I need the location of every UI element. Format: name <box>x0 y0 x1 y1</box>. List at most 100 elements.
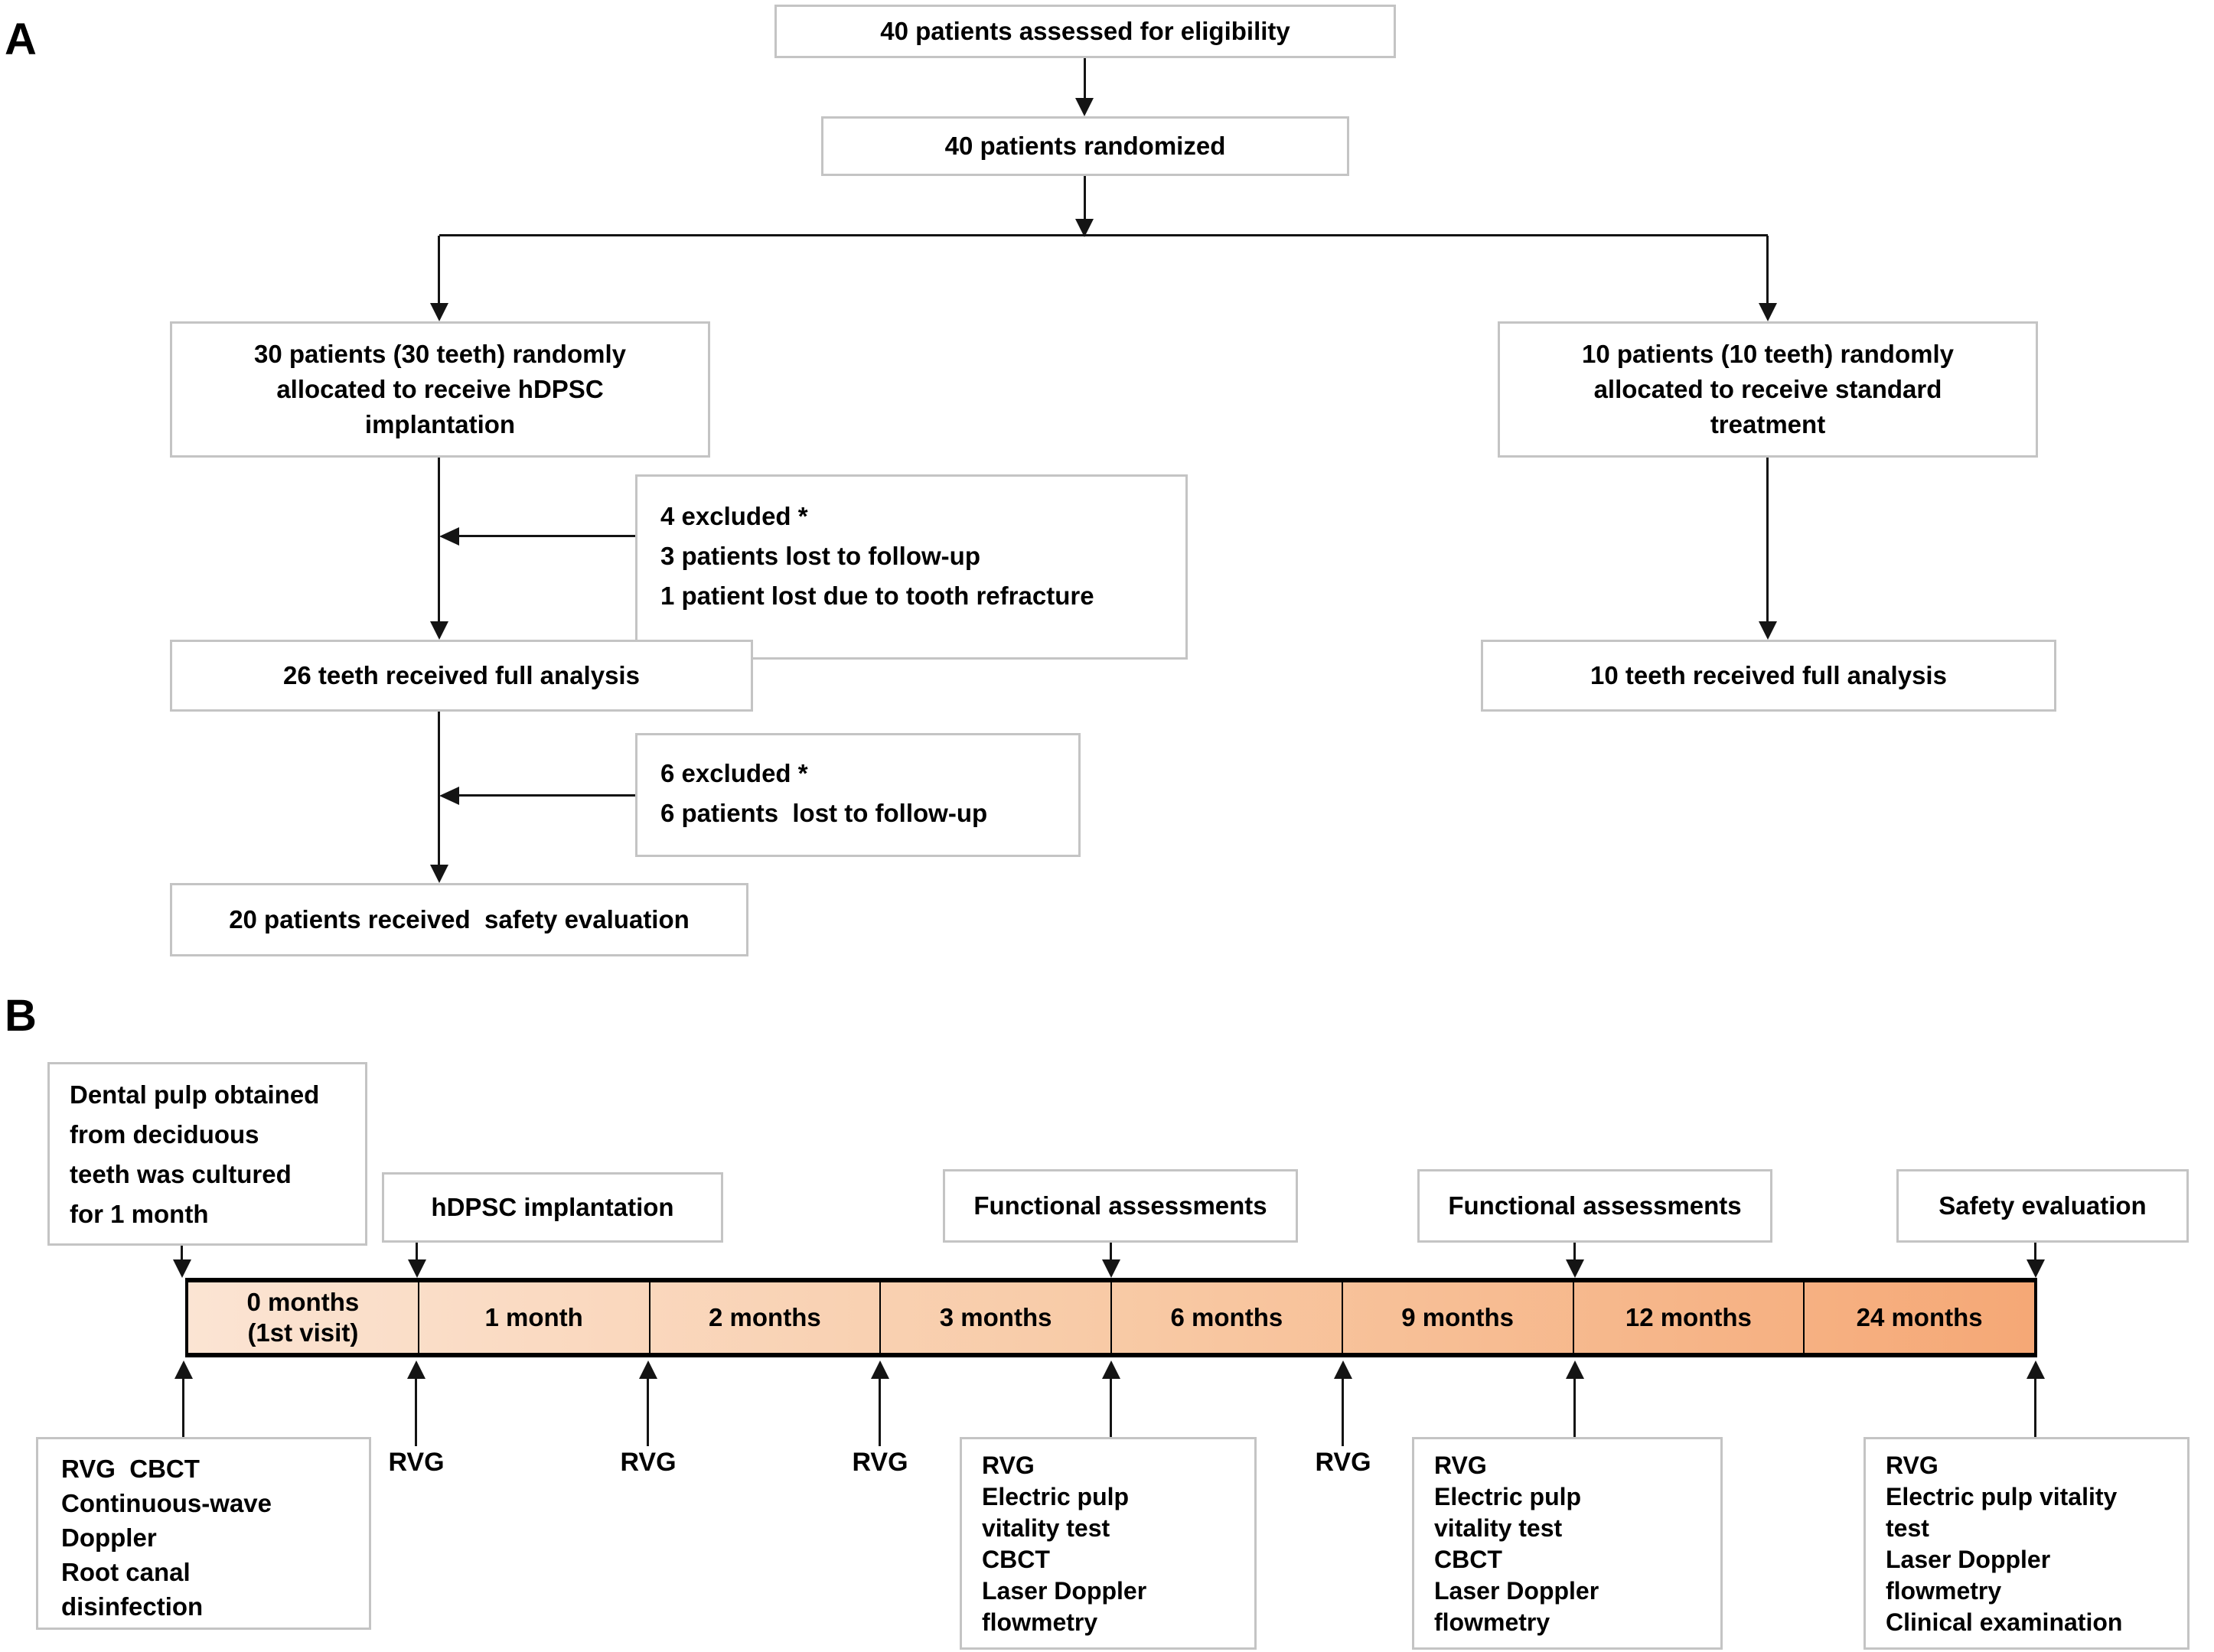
connector-0m-line <box>182 1377 184 1437</box>
box-hdpsc-arm: 30 patients (30 teeth) randomly allocate… <box>170 321 710 458</box>
box-standard-arm-line1: 10 patients (10 teeth) randomly <box>1582 340 1954 368</box>
connector-0m-head <box>174 1360 193 1379</box>
box-followup-24m-line2: Electric pulp vitality <box>1886 1483 2118 1510</box>
box-followup-12m-line1: RVG <box>1434 1452 1487 1479</box>
connector-6m-head <box>1102 1360 1120 1379</box>
arrow-implantation-bar-line <box>416 1243 418 1259</box>
box-excluded4: 4 excluded * 3 patients lost to follow-u… <box>635 474 1188 660</box>
box-baseline-tests-line4: Root canal <box>61 1558 191 1586</box>
box-followup-12m-line4: CBCT <box>1434 1546 1502 1573</box>
rvg-label-2m: RVG <box>620 1448 677 1477</box>
timeline-cell-0months: 0 months (1st visit) <box>188 1282 418 1353</box>
arrow-excluded4-line <box>459 535 635 537</box>
box-followup-6m-line3: vitality test <box>982 1514 1110 1542</box>
arrow-standard-teeth10-head <box>1759 621 1777 640</box>
arrow-dental-bar-line <box>181 1246 183 1259</box>
box-safety20-text: 20 patients received safety evaluation <box>229 905 690 934</box>
arrow-functional-2-head <box>1566 1259 1584 1278</box>
box-hdpsc-arm-line2: allocated to receive hDPSC <box>276 375 604 403</box>
box-baseline-tests-line1: RVG CBCT <box>61 1455 200 1483</box>
split-horizontal-line <box>439 234 1768 236</box>
box-excluded6-line2: 6 patients lost to follow-up <box>660 799 988 827</box>
arrow-teeth26-safety20-head <box>430 865 448 883</box>
box-randomized: 40 patients randomized <box>821 116 1349 176</box>
connector-24m-line <box>2034 1377 2036 1437</box>
connector-3m-line <box>879 1377 881 1446</box>
timeline-cell-1month: 1 month <box>417 1282 649 1353</box>
box-functional-1: Functional assessments <box>943 1169 1298 1243</box>
box-teeth10-text: 10 teeth received full analysis <box>1590 661 1947 689</box>
box-followup-12m-line5: Laser Doppler <box>1434 1577 1599 1605</box>
box-baseline-tests-line3: Doppler <box>61 1523 157 1552</box>
box-followup-6m-line6: flowmetry <box>982 1608 1098 1636</box>
box-dental-pulp-line2: from deciduous <box>70 1120 259 1149</box>
arrow-implantation-bar-head <box>408 1259 426 1278</box>
box-followup-6m-line1: RVG <box>982 1452 1035 1479</box>
box-teeth26: 26 teeth received full analysis <box>170 640 753 712</box>
box-eligibility: 40 patients assessed for eligibility <box>774 5 1396 58</box>
arrow-functional-2-line <box>1573 1243 1576 1259</box>
arrow-excluded6-line <box>459 794 635 797</box>
box-excluded4-line2: 3 patients lost to follow-up <box>660 542 980 570</box>
timeline-cell-6months: 6 months <box>1110 1282 1342 1353</box>
connector-24m-head <box>2027 1360 2045 1379</box>
split-right-drop-head <box>1759 303 1777 321</box>
box-hdpsc-arm-line3: implantation <box>364 410 516 438</box>
box-dental-pulp-line4: for 1 month <box>70 1200 209 1228</box>
box-followup-24m-line6: Clinical examination <box>1886 1608 2123 1636</box>
box-safety-evaluation: Safety evaluation <box>1896 1169 2189 1243</box>
box-teeth10: 10 teeth received full analysis <box>1481 640 2056 712</box>
rvg-label-3m: RVG <box>852 1448 908 1477</box>
box-followup-6m-line4: CBCT <box>982 1546 1050 1573</box>
box-standard-arm-line3: treatment <box>1710 410 1826 438</box>
arrow-functional-1-head <box>1102 1259 1120 1278</box>
box-followup-6m-line2: Electric pulp <box>982 1483 1130 1510</box>
connector-12m-line <box>1573 1377 1576 1437</box>
box-functional-1-text: Functional assessments <box>973 1191 1267 1220</box>
arrow-dental-bar-head <box>173 1259 191 1278</box>
box-dental-pulp-line1: Dental pulp obtained <box>70 1080 320 1109</box>
box-followup-24m-line1: RVG <box>1886 1452 1938 1479</box>
box-followup-24m-line5: flowmetry <box>1886 1577 2002 1605</box>
connector-9m-head <box>1334 1360 1352 1379</box>
box-dental-pulp: Dental pulp obtained from deciduous teet… <box>47 1062 367 1246</box>
panel-b-label: B <box>5 991 37 1041</box>
box-safety-evaluation-text: Safety evaluation <box>1938 1191 2147 1220</box>
box-baseline-tests: RVG CBCT Continuous-wave Doppler Root ca… <box>36 1437 371 1630</box>
box-hdpsc-arm-line1: 30 patients (30 teeth) randomly <box>254 340 626 368</box>
box-implantation-text: hDPSC implantation <box>431 1193 674 1221</box>
arrow-safety-evaluation-head <box>2027 1259 2045 1278</box>
arrow-standard-teeth10-line <box>1766 458 1769 621</box>
timeline-cell-9months: 9 months <box>1341 1282 1573 1353</box>
split-left-drop-line <box>438 236 440 303</box>
rvg-label-1m: RVG <box>388 1448 445 1477</box>
box-followup-12m: RVG Electric pulp vitality test CBCT Las… <box>1412 1437 1723 1650</box>
arrow-safety-evaluation-line <box>2034 1243 2036 1259</box>
timeline-cell-12months: 12 months <box>1572 1282 1804 1353</box>
box-excluded4-line1: 4 excluded * <box>660 502 808 530</box>
box-excluded6-line1: 6 excluded * <box>660 759 808 787</box>
timeline-cell-2months: 2 months <box>648 1282 880 1353</box>
box-followup-24m-line4: Laser Doppler <box>1886 1546 2051 1573</box>
connector-2m-line <box>647 1377 649 1446</box>
arrow-functional-1-line <box>1110 1243 1112 1259</box>
box-followup-6m: RVG Electric pulp vitality test CBCT Las… <box>960 1437 1257 1650</box>
connector-6m-line <box>1110 1377 1112 1437</box>
split-left-drop-head <box>430 303 448 321</box>
box-baseline-tests-line5: disinfection <box>61 1592 204 1621</box>
box-excluded4-line3: 1 patient lost due to tooth refracture <box>660 582 1094 610</box>
box-safety20: 20 patients received safety evaluation <box>170 883 748 956</box>
connector-3m-head <box>871 1360 889 1379</box>
arrow-excluded6-head <box>439 787 459 805</box>
arrow-hdpsc-teeth26-line <box>438 458 440 621</box>
timeline-cell-24months: 24 months <box>1803 1282 2034 1353</box>
panel-a-label: A <box>5 15 37 64</box>
timeline-cell-0months-line1: 0 months <box>246 1288 360 1316</box>
box-dental-pulp-line3: teeth was cultured <box>70 1160 292 1188</box>
connector-12m-head <box>1566 1360 1584 1379</box>
connector-1m-head <box>407 1360 426 1379</box>
box-standard-arm: 10 patients (10 teeth) randomly allocate… <box>1498 321 2038 458</box>
box-followup-24m-line3: test <box>1886 1514 1929 1542</box>
arrow-hdpsc-teeth26-head <box>430 621 448 640</box>
